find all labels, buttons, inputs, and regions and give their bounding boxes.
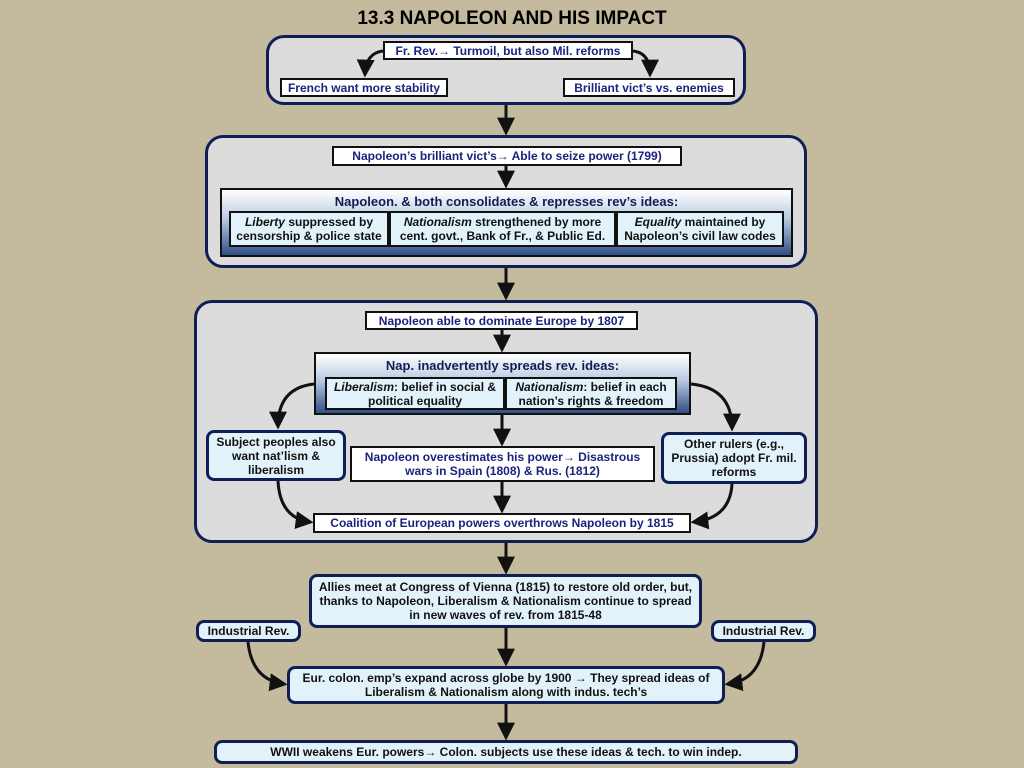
arrow-to-stability [356, 49, 384, 78]
box-industrial-rev-left: Industrial Rev. [196, 620, 301, 642]
desc-liberty: suppressed by censorship & police state [236, 215, 382, 243]
box-coalition: Coalition of European powers overthrows … [313, 513, 691, 533]
term-nationalism: Nationalism [403, 215, 472, 229]
desc-liberalism: : belief in social & political equality [367, 379, 497, 408]
cell-nationalism-belief: Nationalism: belief in each nation’s rig… [505, 377, 677, 410]
box-industrial-rev-right: Industrial Rev. [711, 620, 816, 642]
term-liberty: Liberty [244, 215, 285, 229]
desc-nationalism-2: : belief in each nation’s rights & freed… [518, 379, 667, 408]
cell-equality: Equality maintained by Napoleon’s civil … [616, 211, 784, 247]
box-dominate-europe: Napoleon able to dominate Europe by 1807 [365, 311, 638, 330]
box-colonial-empires: Eur. colon. emp’s expand across globe by… [287, 666, 725, 704]
box-other-rulers: Other rulers (e.g., Prussia) adopt Fr. m… [661, 432, 807, 484]
box-overestimates-power: Napoleon overestimates his power→ Disast… [350, 446, 655, 482]
box-french-want-stability: French want more stability [280, 78, 448, 97]
box-congress-vienna: Allies meet at Congress of Vienna (1815)… [309, 574, 702, 628]
arrow-indleft-to-colonial [246, 641, 288, 692]
arrow-indright-to-colonial [724, 641, 766, 692]
arrow-rulers-to-coalition [690, 483, 734, 530]
desc-equality: maintained by Napoleon’s civil law codes [624, 215, 776, 243]
panel-title-consolidates: Napoleon. & both consolidates & represse… [334, 194, 679, 209]
desc-nationalism: strengthened by more cent. govt., Bank o… [399, 215, 606, 243]
term-equality: Equality [634, 215, 682, 229]
arrow-subject-to-coalition [276, 480, 314, 530]
box-brilliant-victories: Brilliant vict’s vs. enemies [563, 78, 735, 97]
box-seize-power: Napoleon’s brilliant vict’s→ Able to sei… [332, 146, 682, 166]
term-nationalism-2: Nationalism [515, 379, 584, 394]
cell-liberalism: Liberalism: belief in social & political… [325, 377, 505, 410]
cell-liberty: Liberty suppressed by censorship & polic… [229, 211, 389, 247]
arrow-to-subject-peoples [269, 382, 315, 430]
page-title: 13.3 NAPOLEON AND HIS IMPACT [357, 8, 667, 29]
box-wwii: WWII weakens Eur. powers→ Colon. subject… [214, 740, 798, 764]
box-fr-rev-turmoil: Fr. Rev.→ Turmoil, but also Mil. reforms [383, 41, 633, 60]
term-liberalism: Liberalism [333, 379, 394, 394]
box-subject-peoples: Subject peoples also want nat’lism & lib… [206, 430, 346, 481]
arrow-to-victories [632, 49, 659, 78]
cell-nationalism: Nationalism strengthened by more cent. g… [389, 211, 616, 247]
arrow-to-other-rulers [690, 382, 741, 432]
panel-title-spreads: Nap. inadvertently spreads rev. ideas: [385, 358, 620, 373]
